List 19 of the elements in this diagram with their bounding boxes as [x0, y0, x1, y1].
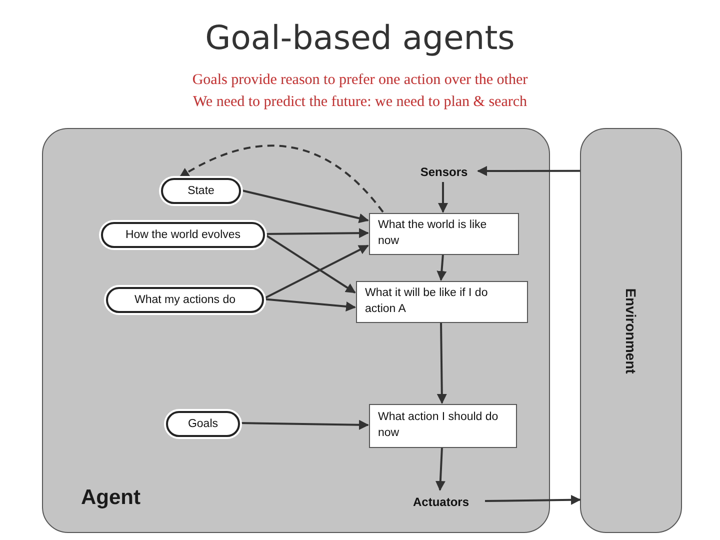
process-box: What action I should do now: [369, 404, 517, 448]
environment-panel: [580, 128, 682, 533]
component-label: Sensors: [409, 161, 479, 183]
title: Goal-based agents: [204, 18, 516, 57]
arrow: [179, 144, 384, 213]
agent-label: Agent: [81, 486, 140, 510]
process-box: What it will be like if I do action A: [356, 281, 528, 323]
arrow: [484, 494, 581, 505]
environment-label: Environment: [623, 288, 639, 374]
subtitle-note: Goals provide reason to prefer one action over the other: [191, 72, 529, 89]
arrow: [436, 322, 447, 404]
subtitle-note: We need to predict the future: we need to plan & search: [192, 94, 528, 111]
arrow: [477, 166, 580, 176]
component-label: Actuators: [396, 491, 486, 513]
process-box: What the world is like now: [369, 213, 519, 255]
arrow: [436, 254, 447, 281]
arrow: [438, 182, 448, 213]
arrow: [435, 446, 446, 491]
agent-panel: [42, 128, 550, 533]
